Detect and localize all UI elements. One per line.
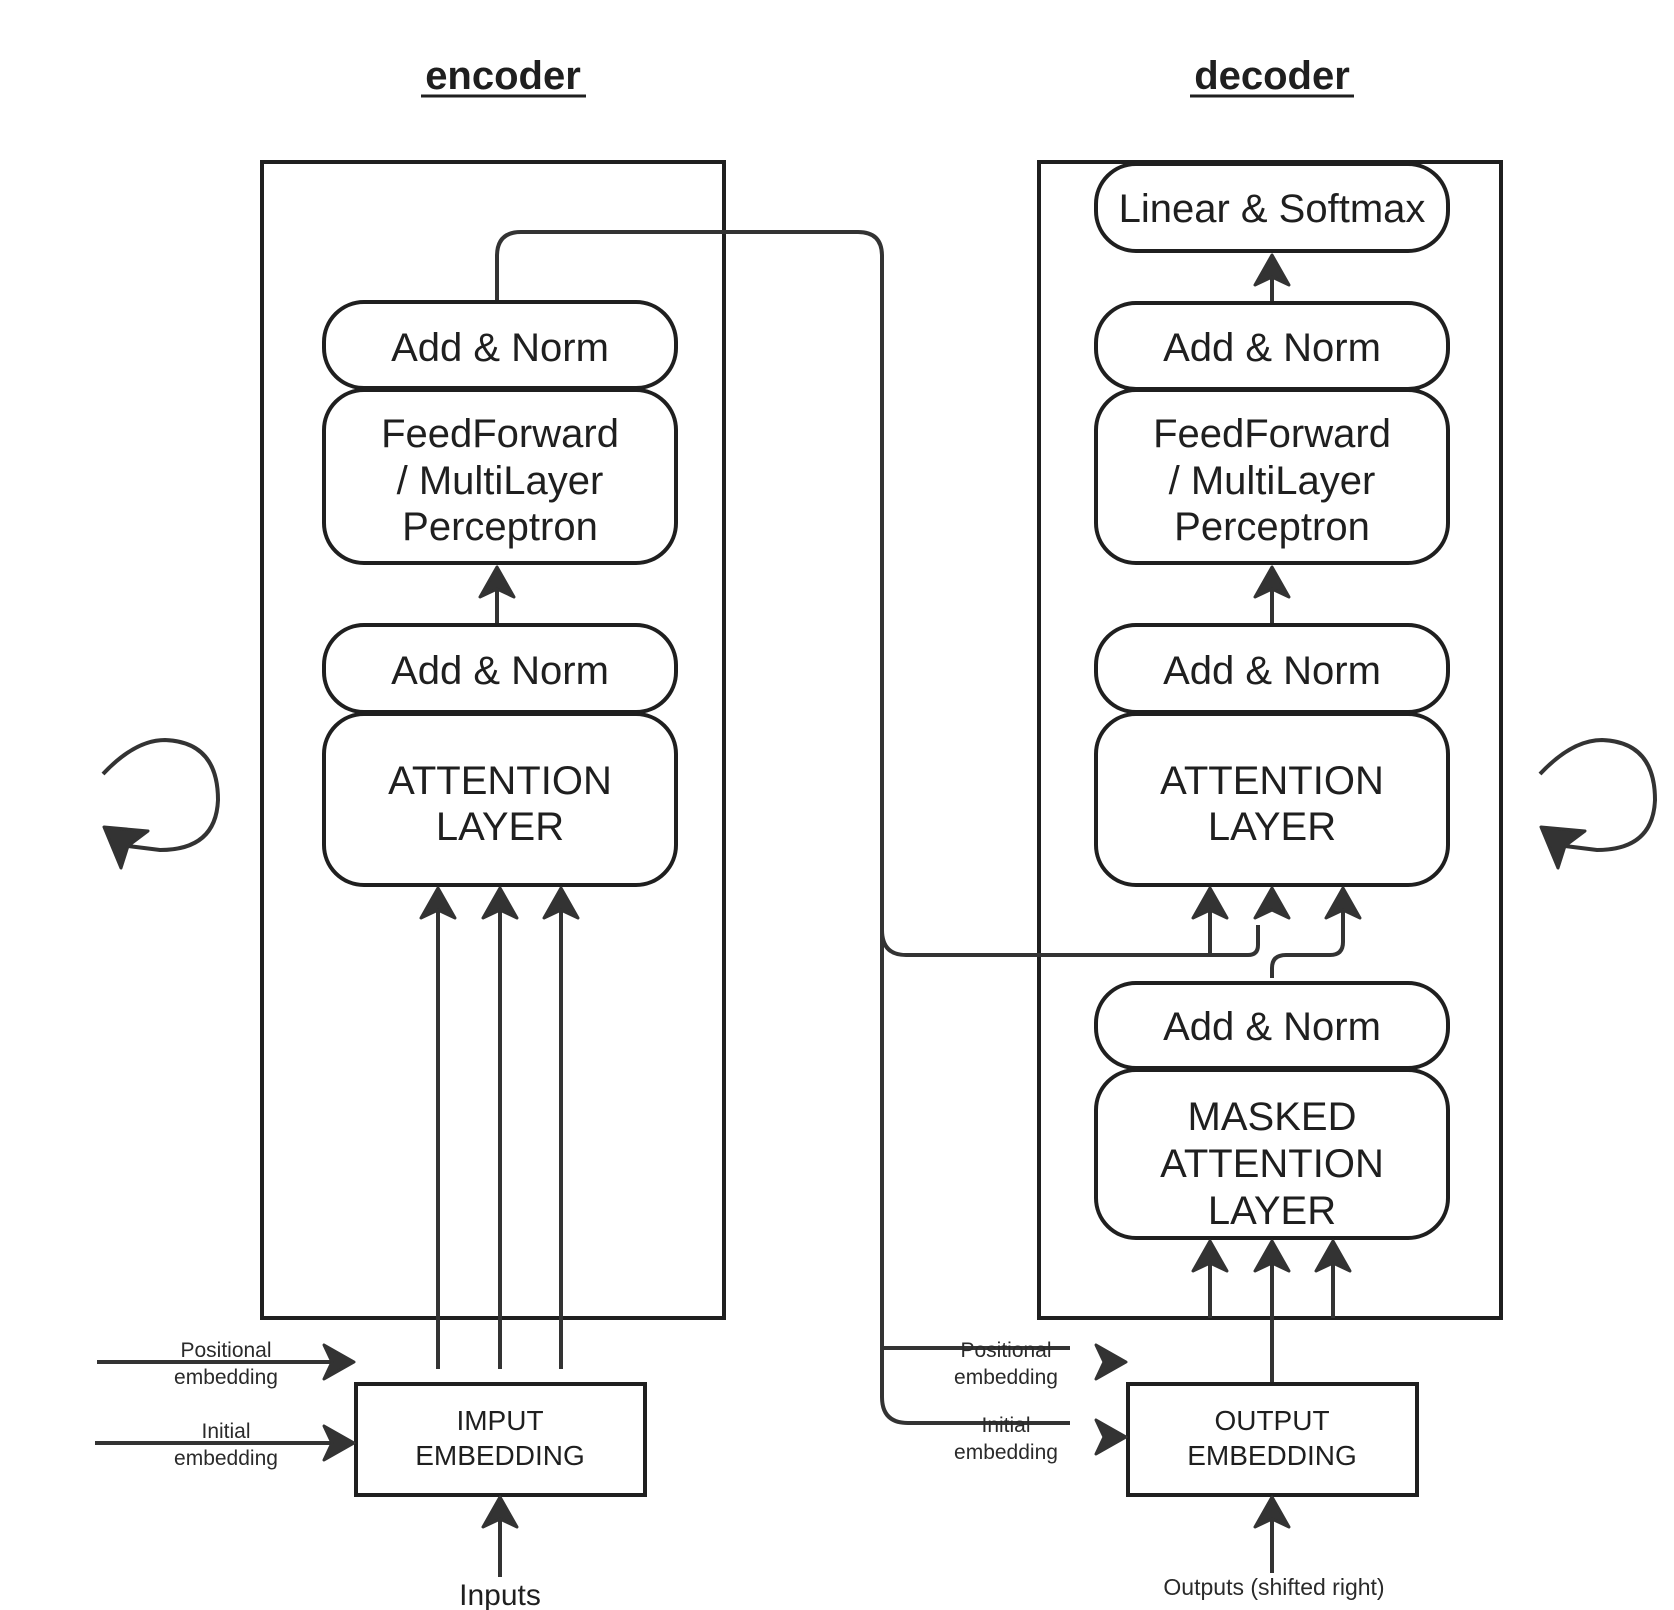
decoder-add-norm-bottom-label: Add & Norm [1163,1005,1381,1049]
input-embedding-line2: EMBEDDING [415,1440,585,1471]
right-repeat-loop-icon [1538,737,1658,870]
decoder-masked-line3: LAYER [1208,1189,1336,1233]
decoder-cross-head-icon-2 [1253,886,1291,920]
decoder-title: decoder [1194,54,1350,98]
decoder-cross-arrow-3 [1270,905,1345,978]
decoder-masked-line1: MASKED [1188,1095,1357,1139]
output-embedding-box [1126,1382,1419,1497]
input-embedding-line1: IMPUT [456,1405,543,1436]
encoder-ff-line3: Perceptron [402,505,598,549]
encoder-frame [260,160,726,1320]
encoder-add-norm-top-label: Add & Norm [391,326,609,370]
decoder-initial-head-icon [1094,1418,1128,1456]
decoder-initial-label-1: Initial [981,1414,1030,1437]
decoder-attention [1094,712,1450,887]
encoder-ff-line2: / MultiLayer [397,459,604,503]
inputs-label: Inputs [459,1579,541,1610]
decoder-initial-connector [880,930,1070,1425]
decoder-add-norm-top-label: Add & Norm [1163,326,1381,370]
output-embedding-line2: EMBEDDING [1187,1440,1357,1471]
left-repeat-loop-icon [101,737,221,870]
encoder-positional-label-1: Positional [180,1339,271,1362]
decoder-ff-line2: / MultiLayer [1169,459,1376,503]
encoder-attention-line1: ATTENTION [388,759,612,803]
output-embedding-line1: OUTPUT [1214,1405,1329,1436]
encoder-initial-label-1: Initial [201,1420,250,1443]
decoder-feedforward [1094,388,1450,565]
decoder-linear-softmax [1094,162,1450,253]
decoder-ff-line3: Perceptron [1174,505,1370,549]
decoder-linear-softmax-label: Linear & Softmax [1119,187,1426,231]
decoder-initial-label-2: embedding [954,1441,1058,1464]
encoder-initial-label-2: embedding [174,1447,278,1470]
encoder-attention-line2: LAYER [436,805,564,849]
encoder-attention [322,712,678,887]
decoder-masked-attention [1094,1068,1450,1240]
encoder-positional-label-2: embedding [174,1366,278,1389]
encoder-to-decoder-connector [495,230,1260,957]
decoder-positional-head-icon [1094,1343,1128,1381]
decoder-attention-line2: LAYER [1208,805,1336,849]
decoder-attention-line1: ATTENTION [1160,759,1384,803]
input-embedding-box [354,1382,647,1497]
decoder-add-norm-mid-label: Add & Norm [1163,649,1381,693]
decoder-positional-label-2: embedding [954,1366,1058,1389]
outputs-label: Outputs (shifted right) [1163,1574,1384,1600]
decoder-positional-label-1: Positional [960,1339,1051,1362]
encoder-title: encoder [425,54,581,98]
encoder-add-norm-bottom-label: Add & Norm [391,649,609,693]
decoder-ff-line1: FeedForward [1153,412,1391,456]
encoder-feedforward [322,388,678,565]
decoder-masked-line2: ATTENTION [1160,1142,1384,1186]
encoder-ff-line1: FeedForward [381,412,619,456]
